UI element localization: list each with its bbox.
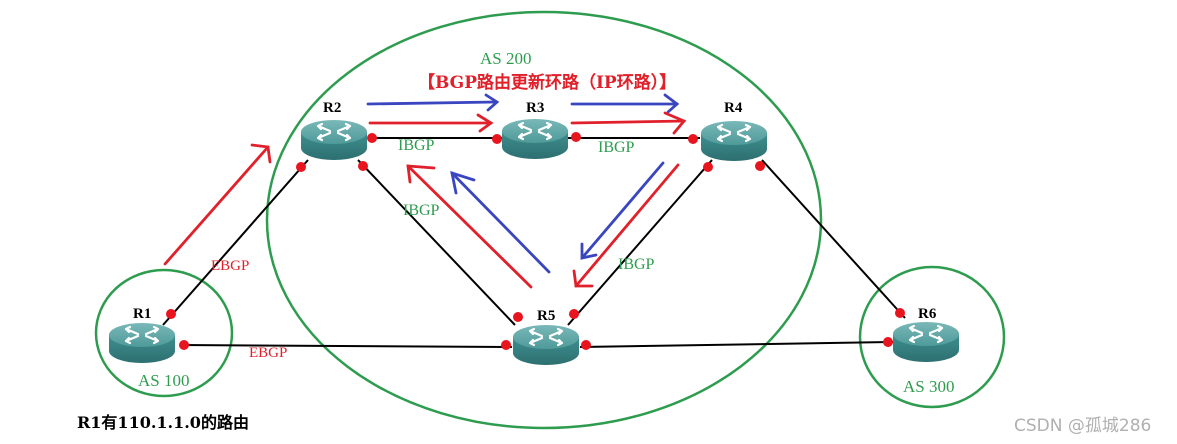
link-r4-r6: [761, 159, 906, 319]
link-r5-r6: [579, 341, 894, 348]
router-icon: [699, 119, 769, 163]
router-label-r3: R3: [526, 100, 544, 116]
router-icon: [511, 323, 581, 367]
link-label-r4-r5: IBGP: [618, 256, 655, 273]
router-icon: [500, 117, 570, 161]
link-r4-r5: [567, 159, 713, 326]
router-r1[interactable]: [107, 321, 177, 365]
router-icon: [299, 118, 369, 162]
interface-dots: [166, 132, 905, 350]
link-label-r2-r5: IBGP: [403, 202, 440, 219]
arrow-blue-r4-r5: [580, 161, 665, 260]
router-r6[interactable]: [891, 320, 961, 364]
link-label-r1-r2: EBGP: [211, 258, 249, 274]
route-note: R1有110.1.1.0的路由: [77, 413, 249, 432]
as300-label: AS 300: [903, 377, 954, 396]
router-label-r1: R1: [133, 306, 151, 322]
router-icon: [891, 320, 961, 364]
router-r5[interactable]: [511, 323, 581, 367]
arrow-blue-r3-r4: [570, 93, 680, 114]
arrow-blue-r5-r2: [450, 170, 551, 274]
link-r1-r2: [162, 159, 309, 326]
router-label-r2: R2: [323, 100, 341, 116]
diagram-title: 【BGP路由更新环路（IP环路）】: [418, 72, 676, 93]
link-label-r1-r5: EBGP: [249, 345, 287, 361]
watermark: CSDN @孤城286: [1014, 416, 1151, 436]
router-label-r6: R6: [918, 306, 937, 322]
link-label-r2-r3: IBGP: [398, 137, 435, 154]
arrow-red-r2-r3: [368, 113, 494, 133]
router-label-r5: R5: [537, 308, 555, 324]
router-label-r4: R4: [724, 100, 743, 116]
router-r2[interactable]: [299, 118, 369, 162]
router-r3[interactable]: [500, 117, 570, 161]
as100-boundary: [94, 268, 234, 398]
router-icon: [107, 321, 177, 365]
link-label-r3-r4: IBGP: [598, 139, 635, 156]
router-r4[interactable]: [699, 119, 769, 163]
as100-label: AS 100: [138, 371, 189, 390]
arrow-red-r1-r2: [163, 143, 272, 266]
as300-boundary: [858, 265, 1006, 409]
as200-label: AS 200: [480, 49, 531, 68]
link-r2-r5: [357, 159, 516, 326]
arrow-red-r3-r4: [570, 111, 687, 135]
link-r1-r5: [179, 344, 513, 348]
arrow-red-r4-r5: [572, 163, 680, 288]
as200-boundary: [265, 10, 823, 430]
arrow-red-r5-r2: [406, 164, 533, 289]
arrow-blue-r2-r3: [366, 93, 500, 112]
